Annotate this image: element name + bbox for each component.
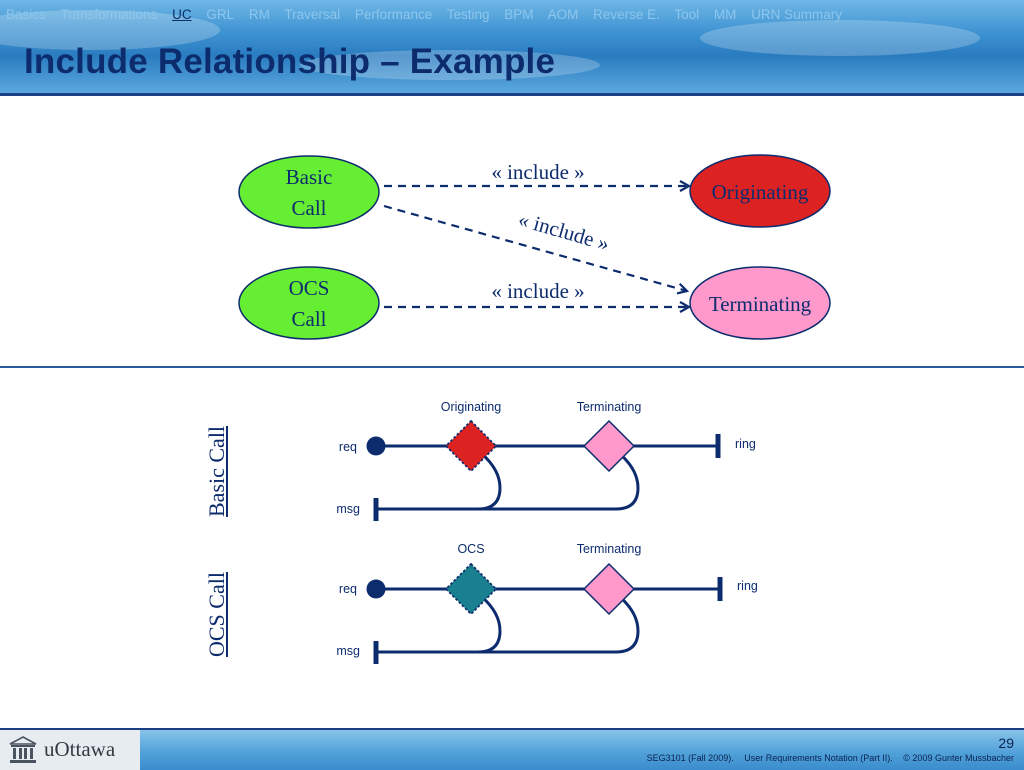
footer-citation: SEG3101 (Fall 2009). User Requirements N… <box>639 753 1014 763</box>
use-case-basic-call <box>238 155 380 229</box>
branch-path-terminating <box>478 452 640 511</box>
start-point <box>366 436 386 456</box>
ucm-ocs-call: OCS Terminating ring req msg <box>336 542 758 664</box>
nav-item-mm[interactable]: MM <box>713 7 737 22</box>
ucm-basic-call: Originating Terminating ring req msg <box>336 400 756 521</box>
page-number: 29 <box>998 735 1014 751</box>
nav-item-grl[interactable]: GRL <box>206 7 235 22</box>
use-case-ocs-call-line1: OCS <box>289 276 330 300</box>
end-point-label-msg: msg <box>336 502 360 516</box>
stub-originating <box>444 419 498 473</box>
branch-path-terminating <box>478 595 640 654</box>
stub-label-terminating: Terminating <box>577 400 642 414</box>
stub-ocs <box>444 562 498 616</box>
footer-copyright: © 2009 Gunter Mussbacher <box>903 753 1014 763</box>
nav-item-aom[interactable]: AOM <box>547 7 579 22</box>
nav-item-uc[interactable]: UC <box>172 7 192 22</box>
building-icon <box>9 736 37 763</box>
section-navigation: Basics Transformations UC GRL RM Travers… <box>6 7 853 22</box>
slide-footer: uOttawa 29 SEG3101 (Fall 2009). User Req… <box>0 728 1024 770</box>
branch-path-ocs <box>378 595 502 654</box>
nav-item-tool[interactable]: Tool <box>674 7 700 22</box>
logo-text: uOttawa <box>44 737 116 761</box>
use-case-ocs-call-line2: Call <box>292 307 327 331</box>
nav-item-traversal[interactable]: Traversal <box>284 7 341 22</box>
nav-item-performance[interactable]: Performance <box>354 7 433 22</box>
university-logo: uOttawa <box>0 730 140 770</box>
stub-label-originating: Originating <box>441 400 501 414</box>
water-highlight <box>700 20 980 56</box>
nav-item-rm[interactable]: RM <box>248 7 270 22</box>
water-highlight <box>300 50 600 80</box>
use-case-terminating-label: Terminating <box>709 292 812 316</box>
include-arrow-basic-terminating <box>383 204 687 291</box>
nav-item-urn-summary[interactable]: URN Summary <box>751 7 842 22</box>
nav-item-testing[interactable]: Testing <box>446 7 490 22</box>
stub-terminating <box>582 562 636 616</box>
branch-path-originating <box>378 452 502 511</box>
use-case-originating <box>689 154 831 228</box>
nav-item-bpm[interactable]: BPM <box>504 7 534 22</box>
use-case-basic-call-line2: Call <box>292 196 327 220</box>
ucm-title-ocs-call: OCS Call <box>204 572 229 657</box>
use-case-ocs-call <box>238 266 380 340</box>
ucm-title-basic-call: Basic Call <box>204 425 229 517</box>
end-point-label-ring: ring <box>735 437 756 451</box>
nav-item-reverse-e[interactable]: Reverse E. <box>593 7 660 22</box>
end-point-label-msg: msg <box>336 644 360 658</box>
slide-title: Include Relationship – Example <box>24 42 556 81</box>
include-label-3: « include » <box>491 279 584 303</box>
stub-label-ocs: OCS <box>457 542 484 556</box>
end-point-label-ring: ring <box>737 579 758 593</box>
water-highlight <box>0 10 220 50</box>
use-case-originating-label: Originating <box>712 180 809 204</box>
use-case-terminating <box>689 266 831 340</box>
include-label-1: « include » <box>491 160 584 184</box>
section-divider <box>0 366 1024 368</box>
slide-header: Basics Transformations UC GRL RM Travers… <box>0 0 1024 93</box>
footer-course: SEG3101 (Fall 2009). <box>646 753 734 763</box>
start-point-label-req: req <box>339 582 357 596</box>
stub-terminating <box>582 419 636 473</box>
stub-label-terminating: Terminating <box>577 542 642 556</box>
header-rule <box>0 93 1024 96</box>
start-point <box>366 579 386 599</box>
use-case-basic-call-line1: Basic <box>286 165 333 189</box>
footer-topic: User Requirements Notation (Part II). <box>744 753 893 763</box>
nav-item-basics[interactable]: Basics <box>6 7 46 22</box>
nav-item-transformations[interactable]: Transformations <box>60 7 158 22</box>
start-point-label-req: req <box>339 440 357 454</box>
